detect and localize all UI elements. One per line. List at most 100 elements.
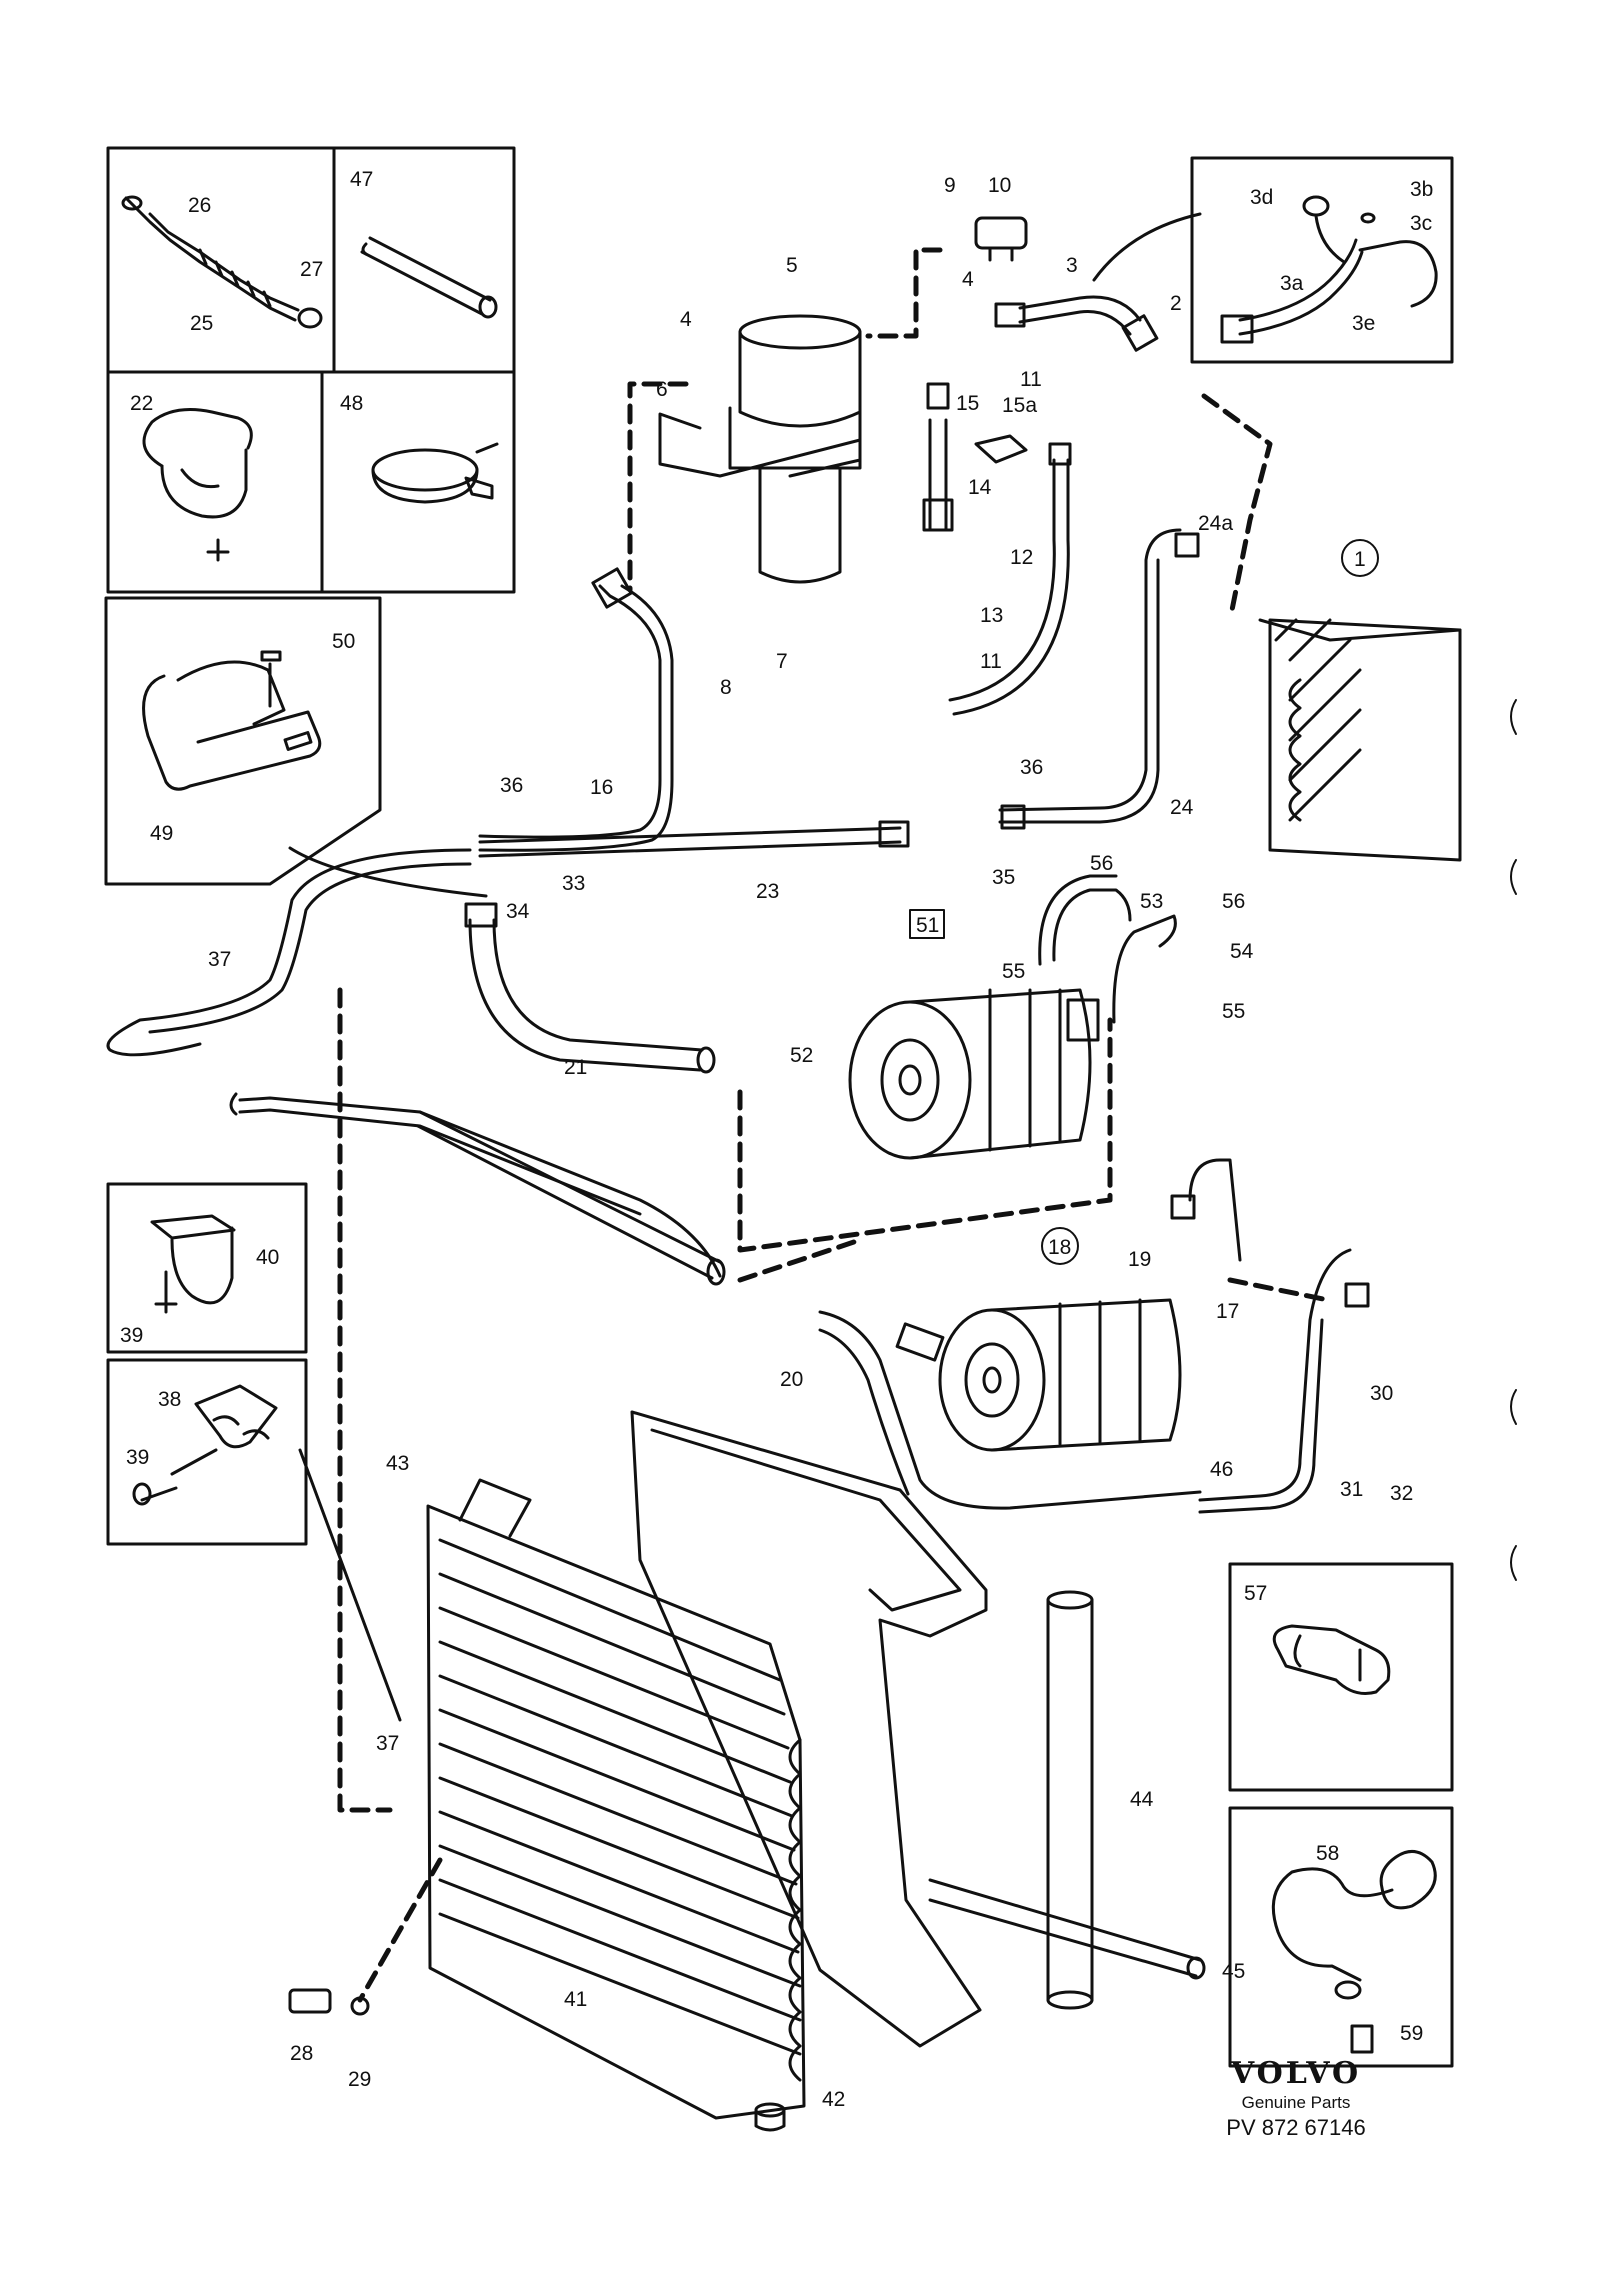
callout-1: 1 — [1354, 548, 1366, 571]
callout-13: 13 — [980, 604, 1003, 627]
inset-left-bracket — [104, 596, 382, 886]
callout-35: 35 — [992, 866, 1015, 889]
callout-48: 48 — [340, 392, 363, 415]
callout-55a: 55 — [1002, 960, 1025, 983]
callout-6: 6 — [656, 378, 668, 401]
callout-7: 7 — [776, 650, 788, 673]
callout-52: 52 — [790, 1044, 813, 1067]
callout-36a: 36 — [500, 774, 523, 797]
ref-circle-18 — [1041, 1227, 1079, 1265]
callout-20: 20 — [780, 1368, 803, 1391]
callout-28: 28 — [290, 2042, 313, 2065]
callout-32: 32 — [1390, 1482, 1413, 1505]
condenser-frame-44 — [630, 1410, 988, 2048]
callout-22: 22 — [130, 392, 153, 415]
callout-45: 45 — [1222, 1960, 1245, 1983]
callout-3e: 3e — [1352, 312, 1375, 335]
inset-arrow-top — [1092, 212, 1202, 282]
compressor-52 — [848, 988, 1100, 1160]
inset-part-58 — [1228, 1806, 1454, 2068]
callout-33: 33 — [562, 872, 585, 895]
callout-37b: 37 — [376, 1732, 399, 1755]
nut-42 — [754, 2102, 786, 2132]
condenser-41 — [426, 1478, 806, 2120]
hose-12 — [948, 442, 1072, 716]
callout-56b: 56 — [1222, 890, 1245, 913]
line-to-condenser — [229, 1092, 726, 1286]
sensor-28 — [288, 1988, 370, 2016]
callout-44: 44 — [1130, 1788, 1154, 1811]
clip-part-22 — [142, 408, 253, 562]
pipe-24 — [998, 528, 1200, 830]
callout-37a: 37 — [208, 948, 231, 971]
callout-19: 19 — [1128, 1248, 1151, 1271]
callout-12: 12 — [1010, 546, 1033, 569]
callout-15a: 15a — [1002, 394, 1037, 417]
callout-24: 24 — [1170, 796, 1194, 819]
hose-part-47 — [360, 236, 498, 319]
pipe-16 — [478, 567, 674, 852]
inset-top-right — [1190, 156, 1454, 364]
callout-57: 57 — [1244, 1582, 1267, 1605]
inset-clip-40 — [106, 1182, 308, 1354]
callout-11b: 11 — [980, 650, 1002, 673]
callout-4b: 4 — [962, 268, 974, 291]
callout-50: 50 — [332, 630, 355, 653]
bar-45 — [928, 1878, 1206, 1980]
callout-39b: 39 — [126, 1446, 149, 1469]
receiver-drier — [658, 314, 862, 584]
service-valve-part-25 — [121, 195, 323, 329]
hose-20 — [818, 1310, 1202, 1510]
callout-21: 21 — [564, 1056, 587, 1079]
callout-8: 8 — [720, 676, 732, 699]
pressure-switch — [974, 216, 1028, 262]
margin-marks — [1510, 699, 1517, 1581]
callout-5: 5 — [786, 254, 798, 277]
callout-46: 46 — [1210, 1458, 1233, 1481]
evaporator-1 — [1258, 618, 1462, 862]
callout-30: 30 — [1370, 1382, 1393, 1405]
callout-14: 14 — [968, 476, 992, 499]
band-clamp-part-48 — [371, 442, 499, 504]
callout-42: 42 — [822, 2088, 845, 2111]
callout-39a: 39 — [120, 1324, 143, 1347]
callout-54: 54 — [1230, 940, 1254, 963]
inset-part-57 — [1228, 1562, 1454, 1792]
brand-block: VOLVO Genuine Parts PV 872 67146 — [1186, 2056, 1406, 2141]
callout-40: 40 — [256, 1246, 279, 1269]
callout-43: 43 — [386, 1452, 409, 1475]
callout-15: 15 — [956, 392, 979, 415]
callout-55b: 55 — [1222, 1000, 1245, 1023]
drawing-number: PV 872 67146 — [1226, 2115, 1366, 2140]
hose-suction-left — [464, 902, 716, 1074]
callout-58: 58 — [1316, 1842, 1339, 1865]
ref-circle-1 — [1341, 539, 1379, 577]
callout-41: 41 — [564, 1988, 587, 2011]
inset-clip-38 — [106, 1358, 308, 1546]
dashed-leaders — [337, 247, 1331, 2003]
callout-24a: 24a — [1198, 512, 1233, 535]
pipe-3 — [994, 295, 1159, 352]
callout-23: 23 — [756, 880, 779, 903]
callout-labels: 26 25 27 47 22 48 50 49 9 10 5 4 4 3 2 6… — [120, 168, 1433, 2111]
ref-box-51 — [909, 909, 945, 939]
callout-38: 38 — [158, 1388, 181, 1411]
callout-2: 2 — [1170, 292, 1182, 315]
inset-top-left — [106, 146, 516, 594]
hose-53-54 — [1038, 874, 1177, 1024]
callout-47: 47 — [350, 168, 373, 191]
callout-10: 10 — [988, 174, 1011, 197]
inset-arrow-bottom — [298, 1448, 402, 1722]
callout-29: 29 — [348, 2068, 371, 2091]
callout-36b: 36 — [1020, 756, 1043, 779]
callout-11a: 11 — [1020, 368, 1042, 391]
callout-27: 27 — [300, 258, 323, 281]
callout-3c: 3c — [1410, 212, 1432, 235]
callout-34: 34 — [506, 900, 530, 923]
callout-3b: 3b — [1410, 178, 1433, 201]
callout-26: 26 — [188, 194, 211, 217]
callout-56a: 56 — [1090, 852, 1113, 875]
callout-51: 51 — [916, 914, 939, 937]
